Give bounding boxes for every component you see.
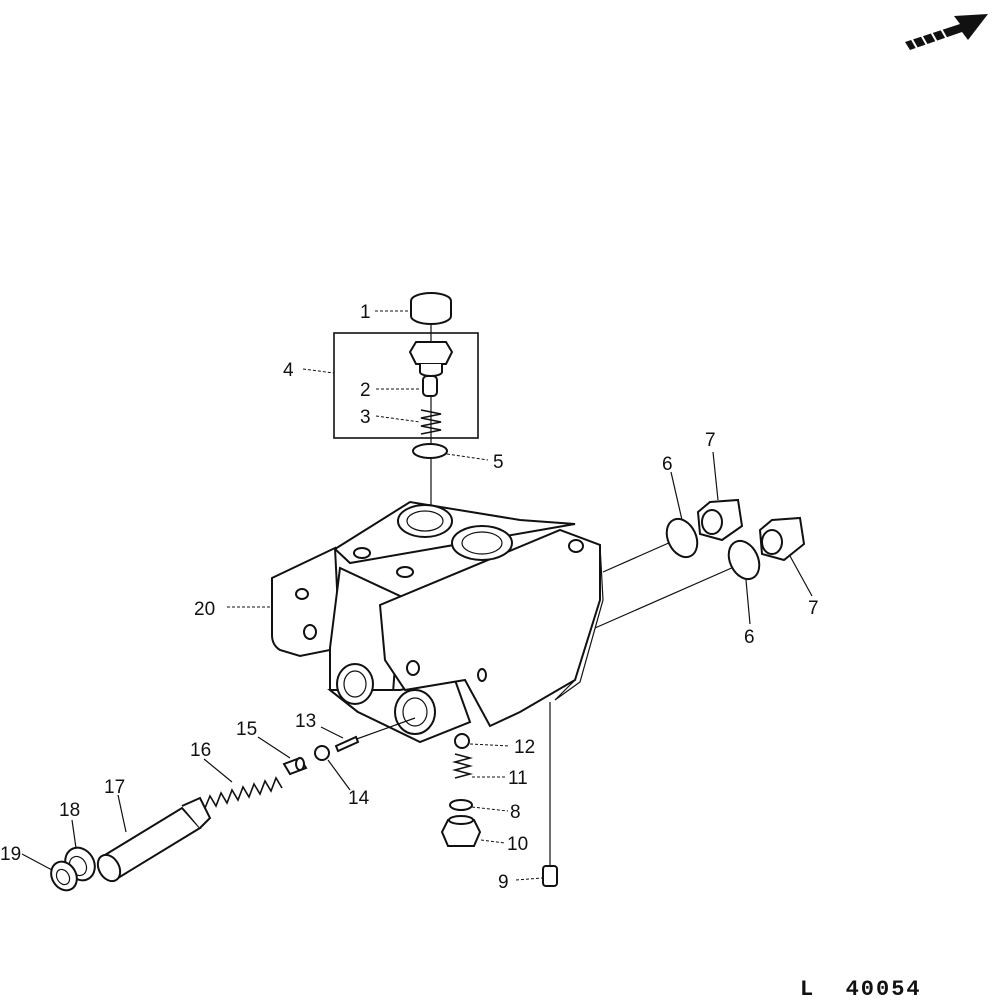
leader-port-upper — [602, 537, 681, 573]
part-6-o-ring-upper — [665, 517, 699, 559]
callout-15: 15 — [236, 719, 257, 740]
part-14-ball — [314, 745, 330, 761]
callout-leaders — [21, 310, 813, 881]
part-7-plug-lower — [758, 516, 806, 562]
part-6-o-ring-lower — [727, 539, 761, 581]
callout-13: 13 — [295, 711, 316, 732]
callout-2: 2 — [360, 380, 371, 401]
part-4-hex-plug — [408, 341, 454, 377]
callout-12: 12 — [514, 737, 535, 758]
leader-port-lower — [594, 562, 744, 629]
callout-5: 5 — [493, 452, 504, 473]
drawing-reference: L 40054 — [800, 977, 922, 1002]
part-19-snap-ring — [50, 860, 78, 892]
callout-11: 11 — [508, 768, 528, 789]
part-13-pin — [334, 717, 416, 753]
part-7-plug-upper — [696, 498, 744, 542]
part-8-washer — [449, 799, 473, 811]
callout-1: 1 — [360, 302, 371, 323]
part-3-spring — [420, 409, 442, 435]
part-20-valve-housing — [271, 500, 604, 744]
callout-3: 3 — [360, 407, 371, 428]
part-12-ball — [454, 733, 470, 749]
part-15-piston — [282, 756, 308, 776]
part-16-spring — [204, 776, 283, 809]
callout-10: 10 — [507, 834, 528, 855]
assembly-box — [333, 332, 479, 439]
callout-9: 9 — [498, 872, 509, 893]
callout-17: 17 — [104, 777, 125, 798]
callout-20: 20 — [194, 599, 215, 620]
callout-6-upper: 6 — [662, 454, 673, 475]
callout-4: 4 — [283, 360, 294, 381]
part-9-plug — [542, 865, 558, 887]
part-17-sleeve — [96, 796, 212, 883]
part-10-hex-plug — [440, 815, 482, 847]
callout-19: 19 — [0, 844, 21, 865]
callout-16: 16 — [190, 740, 211, 761]
part-2-poppet — [422, 375, 438, 397]
part-5-o-ring — [412, 443, 448, 459]
callout-7-upper: 7 — [705, 430, 716, 451]
part-11-spring — [451, 753, 474, 779]
callout-14: 14 — [348, 788, 370, 809]
callout-6-lower: 6 — [744, 627, 755, 648]
callout-8: 8 — [510, 802, 521, 823]
callout-7-lower: 7 — [808, 598, 819, 619]
callout-18: 18 — [59, 800, 80, 821]
direction-arrow-icon — [905, 14, 988, 51]
part-1-cap — [410, 292, 452, 325]
